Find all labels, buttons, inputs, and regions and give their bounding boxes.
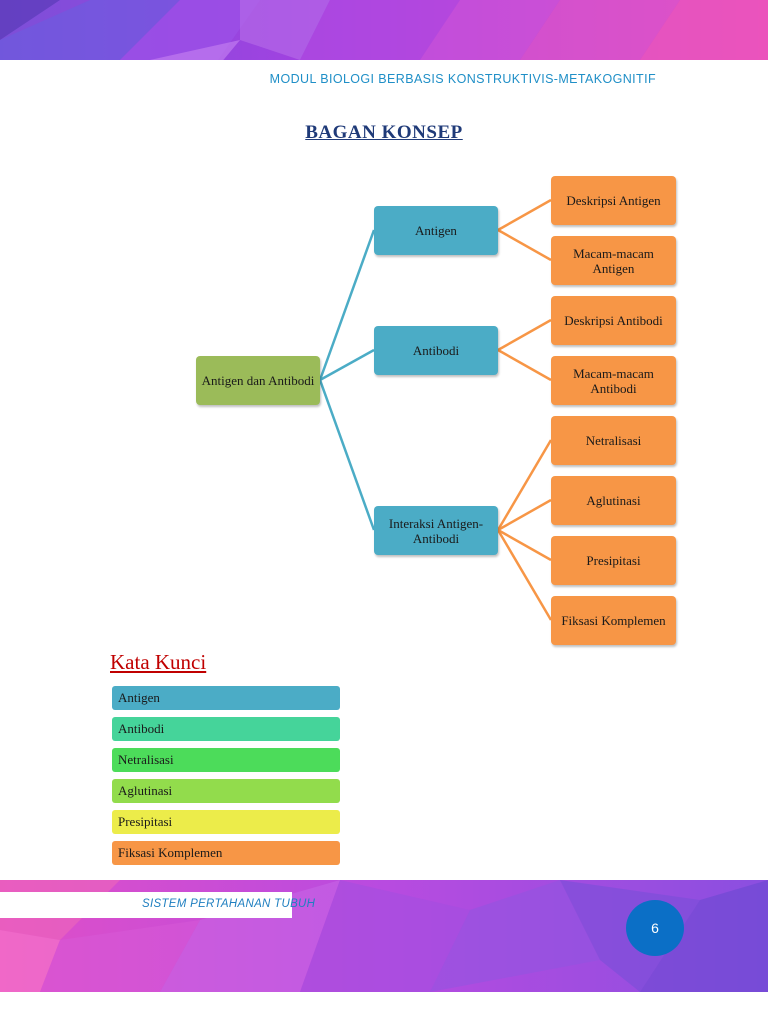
module-title: MODUL BIOLOGI BERBASIS KONSTRUKTIVIS-MET…: [269, 72, 656, 86]
node-netralisasi: Netralisasi: [551, 416, 676, 465]
node-fiksasi-komplemen: Fiksasi Komplemen: [551, 596, 676, 645]
connector-interaksi-aglutinasi: [497, 498, 552, 532]
node-root: Antigen dan Antibodi: [196, 356, 320, 405]
connector-interaksi-fiksasi: [496, 529, 553, 621]
footer-label-band: [0, 892, 292, 918]
footer-section-title: SISTEM PERTAHANAN TUBUH: [142, 898, 316, 910]
page-title: BAGAN KONSEP: [305, 122, 463, 143]
node-presipitasi: Presipitasi: [551, 536, 676, 585]
keyword-item: Fiksasi Komplemen: [112, 841, 340, 865]
node-deskripsi-antigen: Deskripsi Antigen: [551, 176, 676, 225]
keywords-title: Kata Kunci: [110, 650, 207, 674]
connector-antigen-macam: [497, 228, 552, 262]
node-aglutinasi: Aglutinasi: [551, 476, 676, 525]
header-decoration: [0, 0, 768, 100]
connector-root-antigen: [318, 229, 376, 381]
connector-antibodi-deskripsi: [497, 318, 552, 352]
node-deskripsi-antibodi: Deskripsi Antibodi: [551, 296, 676, 345]
keyword-item: Antigen: [112, 686, 340, 710]
keyword-item: Presipitasi: [112, 810, 340, 834]
node-antibodi: Antibodi: [374, 326, 498, 375]
keyword-item: Netralisasi: [112, 748, 340, 772]
node-antigen: Antigen: [374, 206, 498, 255]
connector-root-antibodi: [319, 348, 375, 382]
node-macam-antigen: Macam-macam Antigen: [551, 236, 676, 285]
page-number: 6: [626, 900, 684, 956]
connector-interaksi-netralisasi: [496, 439, 553, 531]
header-band: [0, 60, 768, 116]
connector-antigen-deskripsi: [497, 198, 552, 232]
connector-root-interaksi: [318, 379, 376, 531]
node-interaksi: Interaksi Antigen-Antibodi: [374, 506, 498, 555]
connector-antibodi-macam: [497, 348, 552, 382]
keyword-item: Antibodi: [112, 717, 340, 741]
connector-interaksi-presipitasi: [497, 528, 552, 562]
node-macam-antibodi: Macam-macam Antibodi: [551, 356, 676, 405]
keyword-item: Aglutinasi: [112, 779, 340, 803]
concept-map-connectors: [318, 198, 553, 621]
